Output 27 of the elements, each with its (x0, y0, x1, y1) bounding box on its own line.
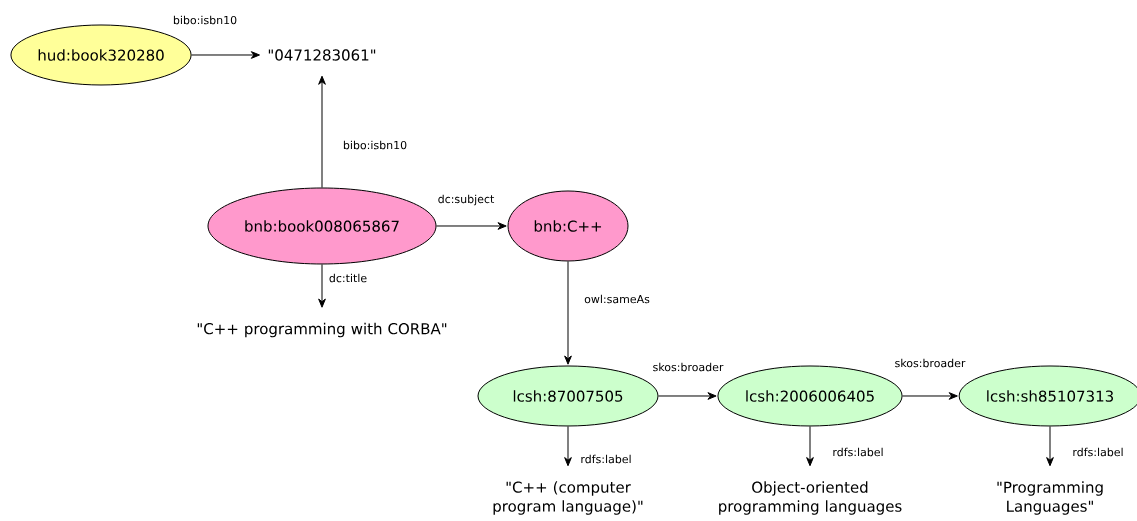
edge-label: dc:title (329, 273, 367, 283)
arrow (564, 426, 572, 467)
arrow (806, 426, 814, 467)
literal-text: "0471283061" (268, 49, 376, 61)
arrow (318, 264, 326, 308)
arrow (658, 392, 717, 400)
literal-text: "C++ programming with CORBA" (197, 322, 447, 338)
arrow (902, 392, 958, 400)
literal-text: "Programming Languages" (997, 481, 1103, 515)
edge-label: rdfs:label (833, 447, 883, 457)
literal-text: Object-oriented programming languages (719, 481, 902, 515)
edge-label: rdfs:label (581, 454, 631, 464)
arrow (318, 75, 326, 188)
literal-text: "C++ (computer program language)" (493, 481, 643, 515)
ellipse-node: bnb:book008065867 (207, 187, 437, 265)
arrow (564, 261, 572, 365)
edge-label: skos:broader (895, 358, 966, 368)
edge-label: dc:subject (438, 194, 495, 206)
edge-label: owl:sameAs (584, 294, 650, 304)
ellipse-node: hud:book320280 (10, 24, 192, 86)
edge-label: bibo:isbn10 (343, 140, 407, 150)
arrow (1046, 426, 1054, 467)
edge-label: bibo:isbn10 (173, 15, 237, 25)
ellipse-node: bnb:C++ (507, 190, 629, 262)
edge-label: rdfs:label (1073, 447, 1123, 457)
arrow (191, 51, 260, 59)
arrow (436, 222, 507, 230)
